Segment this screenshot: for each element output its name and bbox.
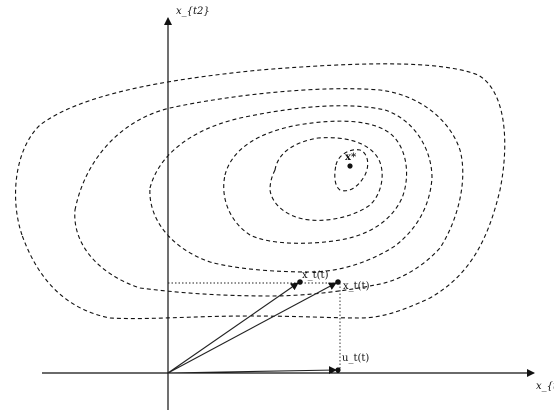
y-axis-label: x_{t2} (176, 6, 210, 17)
contour-inner (334, 149, 369, 192)
vector-to-current-point (167, 282, 299, 374)
next-point-label: x_t(t) (343, 281, 370, 292)
optimum-label: x* (345, 152, 357, 163)
current-point (297, 279, 303, 285)
current-point-label: x_t(t) (302, 270, 329, 281)
contour-fifth (269, 137, 383, 221)
contour-fourth (223, 120, 408, 244)
next-point (335, 279, 341, 285)
update-point (335, 367, 341, 373)
vector-update-along-axis (167, 366, 337, 375)
update-label: u_t(t) (342, 353, 369, 364)
contour-third (149, 105, 433, 273)
x-axis-label: x_{t1} (536, 381, 554, 392)
contour-second (74, 88, 464, 297)
contour-outer (15, 63, 506, 320)
optimum-point (347, 163, 353, 169)
vector-to-next-point (167, 282, 337, 374)
